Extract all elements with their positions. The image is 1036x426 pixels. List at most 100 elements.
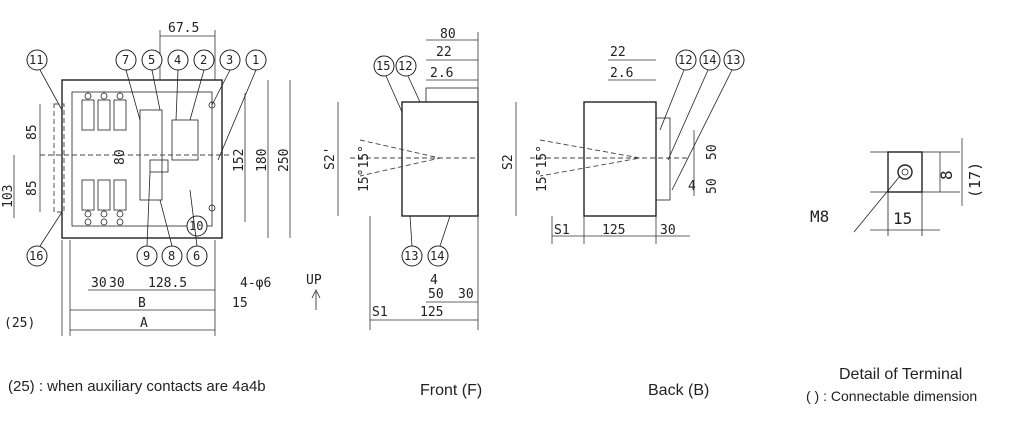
svg-text:13: 13	[404, 249, 418, 263]
note-caption: (25) : when auxiliary contacts are 4a4b	[8, 378, 266, 395]
svg-text:6: 6	[193, 249, 200, 263]
svg-text:14: 14	[702, 53, 716, 67]
aux-block	[171, 119, 199, 161]
callout-2: 2	[193, 49, 215, 71]
terminal-bolt	[897, 164, 913, 180]
callout-5: 5	[141, 49, 163, 71]
front-callout-14: 14	[427, 245, 449, 267]
callout-10: 10	[186, 215, 208, 237]
back-h50a: 50	[705, 144, 720, 160]
back-w26: 2.6	[610, 66, 633, 81]
svg-text:3: 3	[226, 53, 233, 67]
up-label: UP	[306, 273, 322, 288]
front-S2: S2'	[323, 147, 338, 170]
front-angle-lines	[359, 139, 441, 177]
back-w30: 30	[660, 223, 676, 238]
svg-text:16: 16	[29, 249, 43, 263]
callout-4: 4	[167, 49, 189, 71]
contact-block	[97, 99, 111, 131]
contact-block	[81, 99, 95, 131]
dim-30-b: 30	[109, 276, 125, 291]
front-view: S2' 15°15° 80 22 2.6 S1 125 50 30 4 15 1…	[323, 27, 479, 330]
contact-block	[81, 179, 95, 211]
svg-text:12: 12	[678, 53, 692, 67]
back-w4: 4	[688, 179, 696, 194]
front-w50: 50	[428, 287, 444, 302]
front-caption: Front (F)	[420, 382, 483, 399]
up-arrow-head-icon	[311, 289, 321, 299]
contact-block	[97, 179, 111, 211]
back-S2: S2	[501, 154, 516, 170]
terminal-title: Detail of Terminal	[839, 366, 963, 383]
coil-block	[139, 109, 163, 201]
dim-30-a: 30	[91, 276, 107, 291]
back-h50b: 50	[705, 178, 720, 194]
front-callout-12: 12	[395, 55, 417, 77]
callout-3: 3	[219, 49, 241, 71]
dim-15: 15	[232, 296, 248, 311]
front-callout-15: 15	[373, 55, 395, 77]
callout-11: 11	[26, 49, 48, 71]
callout-9: 9	[136, 245, 158, 267]
terminal-w15: 15	[893, 209, 912, 228]
back-angle-lines	[539, 139, 641, 177]
svg-text:11: 11	[29, 53, 43, 67]
terminal-screws	[84, 92, 216, 226]
front-S1: S1	[372, 305, 388, 320]
front-top-tab	[425, 87, 479, 103]
terminal-h17: (17)	[966, 162, 984, 198]
svg-text:12: 12	[398, 59, 412, 73]
dim-85-lower: 85	[25, 180, 40, 196]
svg-text:2: 2	[200, 53, 207, 67]
back-callout-13: 13	[723, 49, 745, 71]
back-caption: Back (B)	[648, 382, 710, 399]
terminal-h8: 8	[937, 170, 956, 180]
main-body-outline	[61, 79, 223, 239]
svg-text:5: 5	[148, 53, 155, 67]
front-w26: 2.6	[430, 66, 453, 81]
dim-67-5: 67.5	[168, 21, 199, 36]
aux-block-small	[149, 159, 169, 173]
back-body	[583, 101, 657, 217]
svg-text:4: 4	[174, 53, 181, 67]
dim-128-5: 128.5	[148, 276, 187, 291]
svg-text:15: 15	[376, 59, 390, 73]
contact-block	[113, 179, 127, 211]
back-S1: S1	[554, 223, 570, 238]
main-view: 67.5 85 85 103 80 152 180 250 30 30 128.…	[1, 21, 322, 336]
dim-B: B	[138, 296, 146, 311]
front-angle: 15°15°	[357, 145, 372, 192]
svg-text:7: 7	[122, 53, 129, 67]
dim-85-upper: 85	[25, 124, 40, 140]
back-side-block	[655, 117, 671, 201]
svg-text:13: 13	[726, 53, 740, 67]
svg-text:14: 14	[430, 249, 444, 263]
front-w22: 22	[436, 45, 452, 60]
dim-180: 180	[255, 149, 270, 172]
front-callout-13: 13	[401, 245, 423, 267]
callout-6: 6	[186, 245, 208, 267]
terminal-M8: M8	[810, 207, 829, 226]
callout-1: 1	[245, 49, 267, 71]
dim-holes: 4-φ6	[240, 276, 271, 291]
back-angle: 15°15°	[535, 145, 550, 192]
callout-16: 16	[26, 245, 48, 267]
main-body-inner	[71, 91, 213, 227]
back-callout-12: 12	[675, 49, 697, 71]
dim-103: 103	[1, 185, 16, 208]
callout-8: 8	[161, 245, 183, 267]
terminal-detail: M8 15 8 (17)	[810, 138, 984, 236]
front-w80: 80	[440, 27, 456, 42]
front-w30: 30	[458, 287, 474, 302]
svg-text:1: 1	[252, 53, 259, 67]
dim-152: 152	[232, 149, 247, 172]
front-w4: 4	[430, 273, 438, 288]
dim-25: (25)	[4, 316, 35, 331]
callout-7: 7	[115, 49, 137, 71]
svg-text:9: 9	[143, 249, 150, 263]
back-callout-14: 14	[699, 49, 721, 71]
back-view: S2 15°15° 22 2.6 50 50 4 S1 125 30 12 14…	[501, 45, 745, 244]
dim-80: 80	[113, 149, 128, 165]
dim-A: A	[140, 316, 148, 331]
